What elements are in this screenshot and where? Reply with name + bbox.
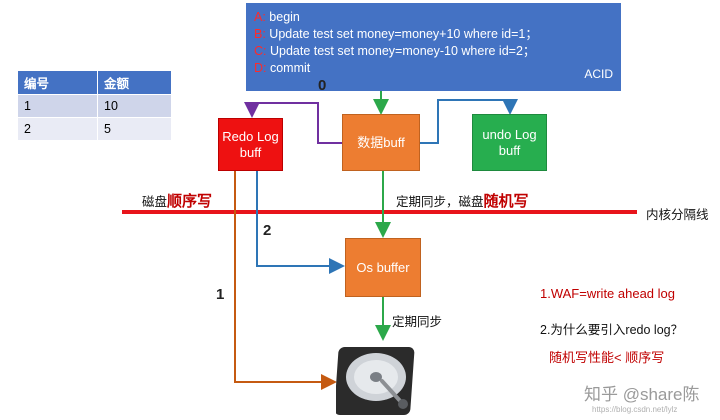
table-header-id: 编号 [18,71,98,95]
acid-label: ACID [584,67,613,81]
table-cell: 1 [18,94,98,118]
watermark-url: https://blog.csdn.net/lylz [592,405,678,414]
table-cell: 5 [97,117,172,140]
sql-line-c: C: Update test set money=money-10 where … [254,44,536,58]
undo-log-buff-node: undo Log buff [472,114,547,171]
arrow-data-to-undo [420,99,518,144]
table-row: 2 5 [18,117,172,140]
table-header-money: 金额 [97,71,172,95]
redo-log-buff-node: Redo Log buff [218,118,283,171]
sql-line-a: A: begin [254,10,300,24]
redo-log-buff-label: Redo Log buff [222,128,279,160]
periodic-sync-label: 定期同步 [392,315,443,329]
arrow-data-to-redo [244,102,342,144]
data-buff-node: 数据buff [342,114,420,171]
arrow-redo-to-disk [234,171,337,390]
note-question: 2.为什么要引入redo log？ [540,323,684,337]
os-buffer-label: Os buffer [356,259,410,275]
kernel-line-label: 内核分隔线 [646,208,709,222]
table-cell: 10 [97,94,172,118]
table-cell: 2 [18,117,98,140]
sequential-write-label: 磁盘顺序写 [142,193,213,210]
step-0-label: 0 [318,77,327,94]
table-header-row: 编号 金额 [18,71,172,95]
watermark-text: 知乎 @share陈 [584,385,700,404]
account-table: 编号 金额 1 10 2 5 [18,71,172,140]
sql-line-d: D: commit [254,61,311,75]
step-2-label: 2 [263,222,272,239]
sql-line-b: B: Update test set money=money+10 where … [254,27,538,41]
step-1-label: 1 [216,286,225,303]
sql-transaction-box: A: begin B: Update test set money=money+… [246,3,621,91]
arrow-redo-to-os [256,171,345,274]
note-answer: 随机写性能< 顺序写 [549,350,665,365]
random-write-label: 定期同步，磁盘随机写 [396,193,529,210]
note-waf: 1.WAF=write ahead log [540,286,676,301]
data-buff-label: 数据buff [357,134,405,150]
os-buffer-node: Os buffer [345,238,421,297]
table-row: 1 10 [18,94,172,118]
undo-log-buff-label: undo Log buff [482,126,537,158]
hard-disk-icon [336,347,415,415]
